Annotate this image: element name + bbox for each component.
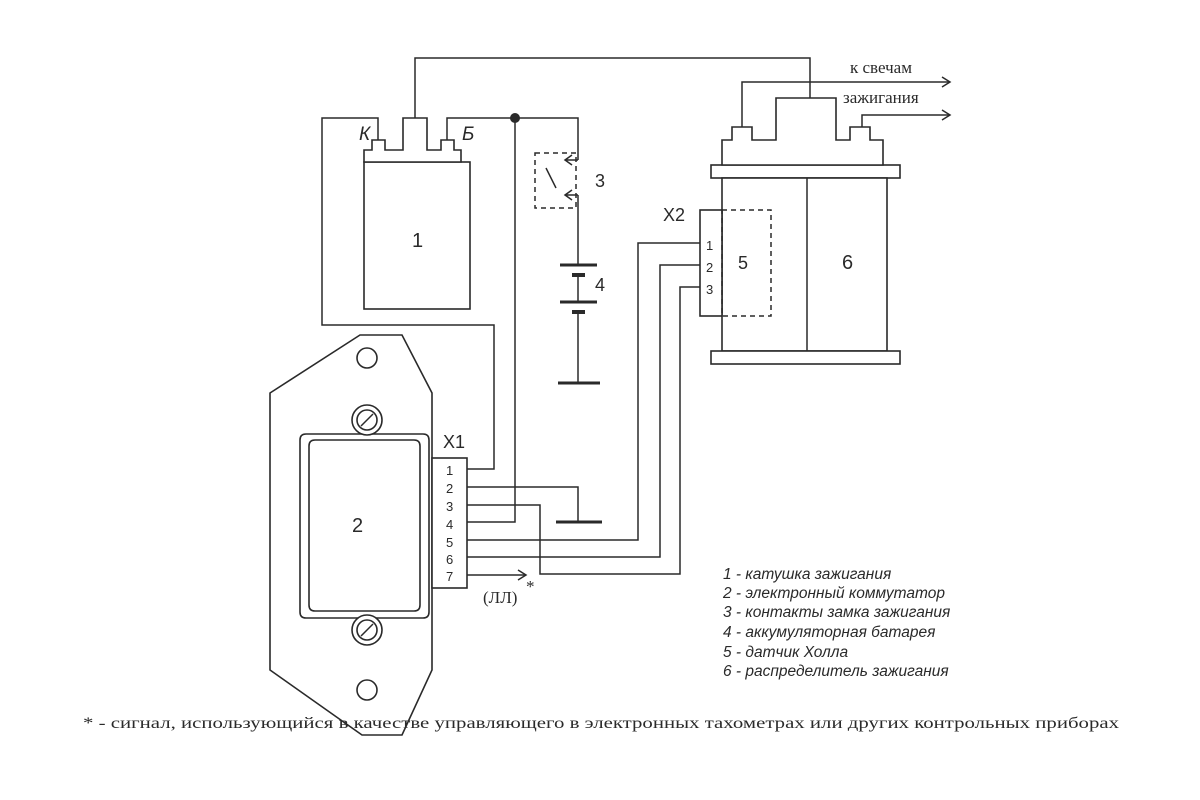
- arrow-signal-out: [517, 569, 528, 581]
- coil-terminals: [363, 117, 462, 163]
- coil-terminal-k-label: К: [359, 124, 372, 145]
- screw-bottom-slot: [360, 623, 374, 637]
- wire-spark-plug-2: [861, 114, 950, 127]
- legend-item-5: 5 - датчик Холла: [723, 644, 849, 661]
- distributor-cap-rim: [710, 164, 901, 179]
- mount-hole-top: [356, 347, 378, 369]
- x2-pin-2: 2: [706, 260, 713, 275]
- wire-hv-coil-to-distributor: [414, 57, 811, 118]
- spark-plugs-label-line1: к свечам: [850, 58, 912, 77]
- battery: 4: [560, 263, 605, 314]
- x1-pin-3: 3: [446, 499, 453, 514]
- distributor-housing: [721, 177, 888, 352]
- arrow-spark-plug-1: [941, 76, 952, 88]
- switch-contact-upper: [563, 154, 578, 166]
- legend-item-4: 4 - аккумуляторная батарея: [723, 624, 935, 641]
- x1-pin-7: 7: [446, 569, 453, 584]
- commutator-number: 2: [352, 515, 363, 537]
- ignition-coil: 1 К Б: [359, 117, 474, 310]
- hall-sensor: 5 Х2 1 2 3: [663, 205, 772, 317]
- signal-asterisk: *: [526, 577, 535, 596]
- mount-hole-bottom: [356, 679, 378, 701]
- x1-pin-6: 6: [446, 552, 453, 567]
- distributor-cap-towers: [721, 97, 884, 166]
- ignition-switch: 3: [534, 152, 605, 209]
- x2-pin-1: 1: [706, 238, 713, 253]
- switch-blade: [545, 167, 557, 189]
- electronic-commutator: 2 Х1 1 2 3 4 5 6 7: [269, 334, 468, 736]
- coil-number: 1: [412, 230, 423, 252]
- distributor-number: 6: [842, 252, 853, 274]
- x2-connector-label: Х2: [663, 205, 685, 225]
- battery-number: 4: [595, 275, 605, 295]
- x1-pin-4: 4: [446, 517, 453, 532]
- spark-plugs-label-line2: зажигания: [843, 88, 919, 107]
- hall-sensor-number: 5: [738, 253, 748, 273]
- wire-x1-pin6-to-x2-pin2: [467, 264, 700, 558]
- legend-item-2: 2 - электронный коммутатор: [722, 585, 945, 602]
- legend: 1 - катушка зажигания 2 - электронный ко…: [722, 566, 950, 680]
- distributor: 6: [710, 97, 901, 365]
- x1-pin-1: 1: [446, 463, 453, 478]
- x2-pin-3: 3: [706, 282, 713, 297]
- wire-x1-pin3-to-x2-pin3: [467, 286, 700, 575]
- hall-sensor-dashed-box: [721, 209, 772, 317]
- x1-pin-5: 5: [446, 535, 453, 550]
- coil-body: [363, 161, 471, 310]
- switch-dashed-box: [534, 152, 577, 209]
- wire-junction-to-x1-pin4: [467, 118, 516, 523]
- wire-x1-pin5-to-x2-pin1: [467, 242, 700, 541]
- screw-top-slot: [360, 413, 374, 427]
- legend-item-1: 1 - катушка зажигания: [723, 566, 891, 583]
- arrow-spark-plug-2: [941, 109, 952, 121]
- x1-connector-block: [431, 457, 468, 589]
- coil-terminal-b-label: Б: [462, 124, 474, 145]
- legend-item-6: 6 - распределитель зажигания: [723, 663, 949, 680]
- wire-x1-pin2-to-ground: [467, 486, 579, 522]
- x1-connector-label: Х1: [443, 432, 465, 452]
- signal-pulse-symbol: (ЛЛ): [483, 588, 517, 607]
- wire-spark-plug-1: [741, 81, 950, 127]
- commutator-frame-inner: [308, 439, 421, 612]
- switch-contact-lower: [563, 189, 578, 201]
- footnote: * - сигнал, использующийся в качестве уп…: [83, 715, 1119, 732]
- wire-coil-k-to-x1-pin1: [321, 117, 495, 470]
- legend-item-3: 3 - контакты замка зажигания: [723, 604, 950, 621]
- distributor-base-rim: [710, 350, 901, 365]
- x1-pin-2: 2: [446, 481, 453, 496]
- switch-number: 3: [595, 171, 605, 191]
